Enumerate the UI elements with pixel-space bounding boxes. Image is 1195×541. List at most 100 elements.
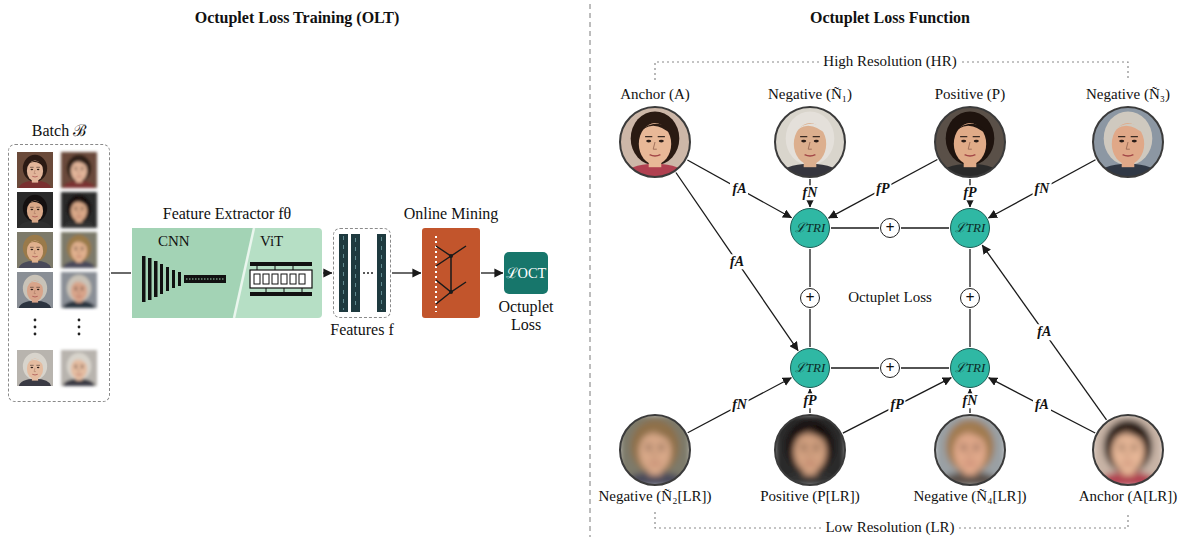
extractor-fill [132, 228, 322, 318]
decoration [371, 272, 373, 274]
node-label: Negative (Ñ₄[LR]) [913, 488, 1026, 505]
decoration [1092, 106, 1164, 178]
node-label: Positive (P) [935, 86, 1005, 103]
decoration [774, 106, 846, 178]
edge-label: fP [961, 185, 978, 200]
node-label: Feature Extractor fθ [163, 205, 292, 223]
node-label: Anchor (A) [620, 86, 690, 103]
node-text: Octuplet Loss [490, 298, 562, 335]
panel-divider [590, 4, 591, 537]
face-circle: Positive (P) [934, 106, 1006, 178]
connector-line [809, 309, 810, 347]
portrait-lr [934, 414, 1006, 486]
face-circle: Negative (Ñ₃) [1092, 106, 1164, 178]
triplet-loss-circle: ℒTRI [790, 348, 830, 388]
decoration [435, 236, 437, 312]
face-image [17, 152, 53, 188]
decoration [619, 414, 691, 486]
edge-label: fA [728, 254, 746, 269]
decoration [266, 288, 267, 292]
face-image [17, 232, 53, 268]
face-image-lr [61, 232, 97, 268]
annotation: Low Resolution (LR) [822, 519, 957, 536]
decoration [436, 246, 466, 304]
face-image [17, 272, 53, 308]
decoration [148, 258, 152, 300]
face-image-lr [61, 152, 97, 188]
decoration [449, 290, 453, 294]
portrait-lr [1092, 414, 1164, 486]
decoration [344, 236, 382, 310]
connector-arrow [687, 160, 791, 218]
node-label: ℒTRI [955, 221, 986, 236]
decoration [160, 264, 163, 294]
node-text: CNN [158, 233, 190, 250]
node-label: Negative (Ñ₂[LR]) [598, 488, 711, 505]
node-label: Anchor (A[LR]) [1079, 488, 1178, 505]
node-label: Features f [330, 321, 394, 339]
face-image-lr [61, 272, 97, 308]
decoration [293, 266, 294, 270]
connector-line [831, 227, 879, 228]
ellipsis-dot [78, 319, 81, 322]
ellipsis-dot [78, 326, 81, 329]
node-label: Positive (P[LR]) [760, 488, 860, 505]
face-image [17, 192, 53, 228]
face-image-lr [61, 192, 97, 228]
edge-label: fP [801, 393, 818, 408]
cnn-icon-stripe [186, 279, 225, 280]
connector-line [809, 249, 810, 287]
decoration [363, 272, 365, 274]
vit-icon [250, 262, 312, 296]
connector-line [901, 227, 949, 228]
triplet-loss-circle: ℒTRI [790, 208, 830, 248]
node-label: Negative (Ñ₁) [768, 86, 852, 103]
edge-label: fN [801, 185, 820, 200]
decoration [367, 272, 369, 274]
connector-arrow [843, 378, 951, 434]
cnn-icon [142, 256, 226, 302]
decoration [934, 106, 1006, 178]
ellipsis-dot [34, 319, 37, 322]
portrait [1092, 106, 1164, 178]
node-label: + [805, 290, 814, 306]
connector-arrow [323, 272, 332, 273]
connector-arrow [688, 378, 792, 433]
connector-arrow [392, 272, 421, 273]
face-circle: Negative (Ñ₄[LR]) [934, 414, 1006, 486]
decoration [302, 288, 303, 292]
face-circle: Negative (Ñ₂[LR]) [619, 414, 691, 486]
decoration [250, 262, 312, 266]
decoration [250, 270, 312, 288]
edge-label: fA [1033, 398, 1051, 413]
edge-label: fP [874, 181, 891, 196]
decoration [166, 267, 169, 291]
decoration [172, 270, 175, 288]
node-label: + [885, 360, 894, 376]
decoration [184, 275, 226, 283]
edge-label: fN [961, 393, 980, 408]
face-circle: Anchor (A) [619, 106, 691, 178]
features-box: Features f [333, 228, 391, 318]
decoration [449, 254, 453, 258]
portrait [774, 106, 846, 178]
edge-label: fN [730, 398, 749, 413]
decoration [355, 238, 356, 310]
connector-line [969, 249, 970, 287]
decoration [254, 274, 260, 284]
connector-arrow [676, 173, 798, 351]
node-label: ℒTRI [795, 361, 826, 376]
node-label: ℒTRI [955, 361, 986, 376]
portrait-lr [619, 414, 691, 486]
portrait [619, 106, 691, 178]
panel-heading: Octuplet Loss Training (OLT) [195, 9, 400, 27]
decoration [142, 256, 146, 302]
edge-label: fA [1035, 325, 1053, 340]
decoration [257, 266, 258, 270]
annotation: High Resolution (HR) [820, 53, 959, 70]
decoration [178, 272, 181, 286]
connector-arrow [481, 272, 503, 273]
